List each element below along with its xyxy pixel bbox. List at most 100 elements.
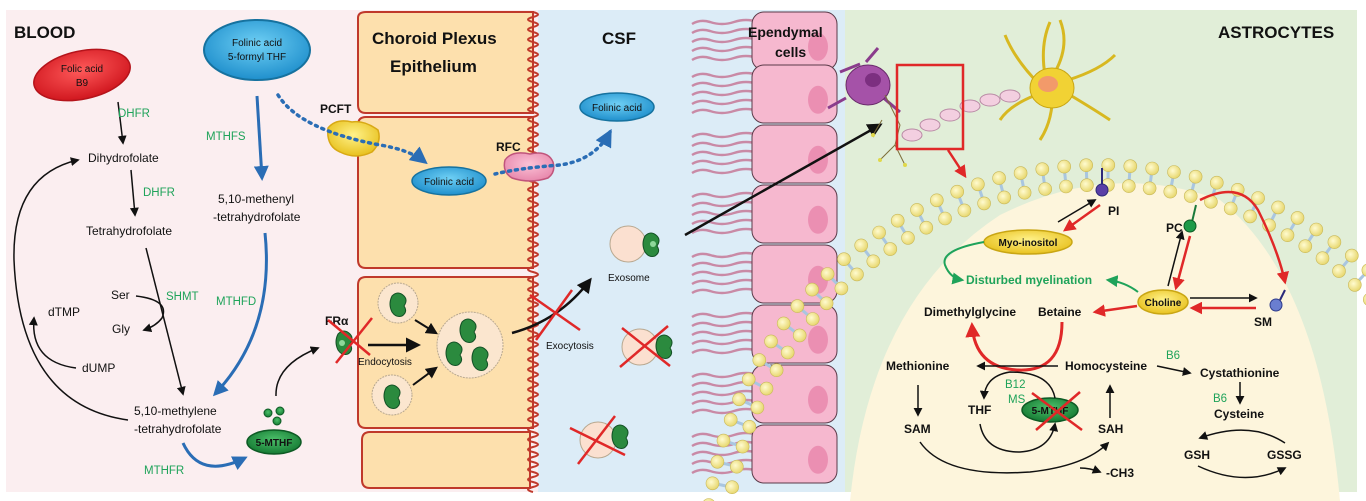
arrow-choline-to-disturbed bbox=[1105, 275, 1139, 293]
arrow-hcy-to-cystathionine bbox=[1156, 365, 1192, 376]
choline-node: Choline bbox=[1137, 289, 1189, 315]
arrow-betaine-to-dmg bbox=[965, 321, 1064, 372]
pcft-transporter bbox=[327, 120, 380, 157]
astrocytes-title: ASTROCYTES bbox=[1218, 23, 1334, 42]
b12-label: B12 bbox=[1005, 379, 1025, 391]
arrow-sam-to-sah bbox=[919, 441, 1110, 474]
arrow-dhf-to-thf bbox=[129, 169, 139, 217]
astrocyte-cytoplasm bbox=[850, 183, 1340, 501]
arrow-thf-to-mthf bbox=[979, 422, 1059, 453]
dihydrofolate: Dihydrofolate bbox=[88, 151, 159, 165]
neuron bbox=[827, 47, 907, 167]
dimethylglycine: Dimethylglycine bbox=[924, 305, 1016, 319]
endosome-upper bbox=[377, 282, 419, 324]
methenyl-line2: -tetrahydrofolate bbox=[213, 210, 301, 224]
dtmp: dTMP bbox=[48, 305, 80, 319]
choroid-title-line1: Choroid Plexus bbox=[372, 29, 497, 48]
ms-label: MS bbox=[1008, 394, 1026, 406]
arrow-folic-to-dhf bbox=[117, 101, 127, 145]
folinic-acid-blood-node: Folinic acid 5-formyl THF bbox=[203, 19, 311, 81]
sm-lipid bbox=[1269, 289, 1286, 312]
ependymal-cell bbox=[691, 11, 838, 71]
lipid-bilayer bbox=[703, 158, 1366, 501]
choroid-title-line2: Epithelium bbox=[390, 57, 477, 76]
dump: dUMP bbox=[82, 361, 115, 375]
exosome-crossed-2 bbox=[569, 415, 629, 465]
mthf-blood-node: 5-MTHF bbox=[246, 406, 302, 455]
arrow-lower-to-merged bbox=[412, 366, 438, 386]
arrow-gsh-to-gssg bbox=[1197, 465, 1287, 479]
myo-inositol-node: Myo-inositol bbox=[983, 229, 1073, 255]
arrow-methylene-to-dhf bbox=[13, 157, 129, 421]
pc-lipid bbox=[1183, 204, 1197, 233]
arrow-mthf-to-fra bbox=[275, 346, 320, 397]
methionine: Methionine bbox=[886, 359, 950, 373]
enzyme-mthfr: MTHFR bbox=[144, 465, 184, 477]
folinic-acid-line1: Folinic acid bbox=[232, 38, 282, 49]
myo-inositol-label: Myo-inositol bbox=[999, 238, 1058, 249]
astrocyte bbox=[998, 19, 1117, 141]
exocytosis-label: Exocytosis bbox=[546, 341, 594, 352]
mthf-astro-label: 5-MTHF bbox=[1032, 406, 1069, 417]
disturbed-myelination: Disturbed myelination bbox=[966, 273, 1092, 287]
arrow-folinic-to-methenyl bbox=[253, 95, 269, 181]
ser: Ser bbox=[111, 288, 130, 302]
ependymal-cell bbox=[691, 124, 838, 184]
fra-receptor-crossed bbox=[327, 317, 373, 364]
arrow-ser-to-gly bbox=[135, 295, 165, 332]
enzyme-dhfr-2: DHFR bbox=[143, 187, 175, 199]
enzyme-mthfs: MTHFS bbox=[206, 131, 246, 143]
choline-label: Choline bbox=[1145, 298, 1182, 309]
zoom-box bbox=[895, 63, 965, 151]
dotted-path-folinic-out bbox=[493, 128, 612, 176]
csf-title: CSF bbox=[602, 29, 636, 48]
microvilli-border bbox=[527, 11, 539, 493]
cystathionine: Cystathionine bbox=[1200, 366, 1280, 380]
folinic-inner-label: Folinic acid bbox=[424, 177, 474, 188]
enzyme-shmt: SHMT bbox=[166, 291, 199, 303]
folic-acid-line1: Folic acid bbox=[61, 64, 103, 75]
ependymal-title-line2: cells bbox=[775, 44, 806, 60]
arrow-mthf-to-thf bbox=[979, 371, 1056, 400]
cysteine: Cysteine bbox=[1214, 407, 1264, 421]
folinic-acid-csf-node: Folinic acid bbox=[579, 92, 655, 122]
pi-lipid bbox=[1095, 168, 1109, 197]
arrow-thf-to-methylene bbox=[145, 247, 186, 396]
folinic-acid-inner-node: Folinic acid bbox=[411, 166, 487, 196]
endocytosis-label: Endocytosis bbox=[358, 357, 412, 368]
arrow-methylene-to-mthf bbox=[181, 442, 248, 471]
ependymal-cell bbox=[691, 364, 838, 424]
exosome-crossed-1 bbox=[619, 325, 673, 368]
pi-label: PI bbox=[1108, 204, 1119, 218]
arrow-upper-to-merged bbox=[414, 319, 439, 335]
arrow-choline-to-betaine bbox=[1092, 304, 1138, 317]
arrow-pc-to-sm-red bbox=[1199, 190, 1289, 285]
choroid-cell-bottom bbox=[361, 431, 531, 489]
gly: Gly bbox=[112, 322, 130, 336]
enzyme-mthfd: MTHFD bbox=[216, 296, 256, 308]
arrow-methenyl-to-methylene bbox=[212, 232, 268, 397]
gssg: GSSG bbox=[1267, 448, 1302, 462]
exosome-label: Exosome bbox=[608, 273, 650, 284]
methenyl-line1: 5,10-methenyl bbox=[218, 192, 294, 206]
folinic-acid-line2: 5-formyl THF bbox=[228, 52, 286, 63]
zoom-arrow bbox=[946, 149, 967, 179]
b6-label-1: B6 bbox=[1166, 350, 1180, 362]
arrow-pc-to-choline bbox=[1172, 235, 1192, 291]
mthf-astro-node-crossed: 5-MTHF bbox=[1021, 391, 1083, 432]
sam-label: SAM bbox=[904, 422, 931, 436]
enzyme-dhfr-1: DHFR bbox=[118, 108, 150, 120]
endosome-lower bbox=[371, 374, 413, 416]
homocysteine: Homocysteine bbox=[1065, 359, 1147, 373]
exosome bbox=[609, 225, 660, 263]
sah-label: SAH bbox=[1098, 422, 1123, 436]
exocytosis-blocked-cross bbox=[529, 289, 581, 341]
arrow-exosome-to-neuron bbox=[684, 123, 883, 237]
blood-title: BLOOD bbox=[14, 23, 75, 42]
b6-label-2: B6 bbox=[1213, 393, 1227, 405]
mthf-blood-label: 5-MTHF bbox=[256, 438, 293, 449]
fra-label: FRα bbox=[325, 314, 349, 328]
endosome-merged bbox=[436, 311, 504, 379]
folinic-csf-label: Folinic acid bbox=[592, 103, 642, 114]
